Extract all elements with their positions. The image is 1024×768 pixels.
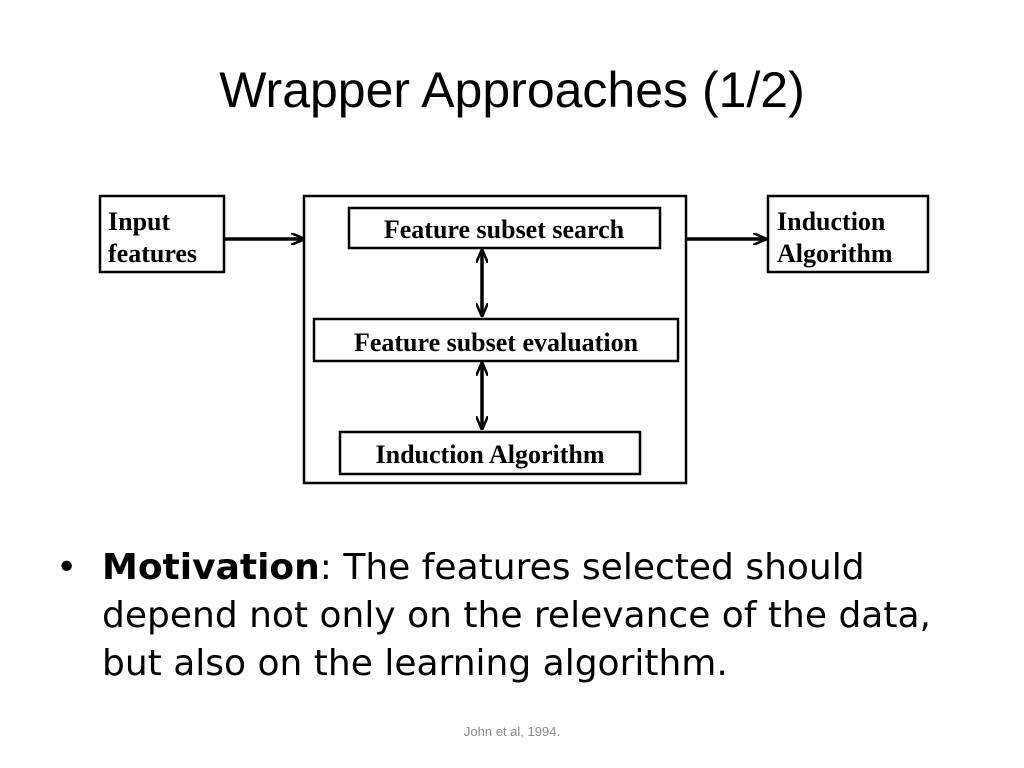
input-features-box: Input features	[98, 194, 226, 274]
bullet-marker: •	[56, 547, 78, 588]
output-induction-label-line2: Algorithm	[777, 239, 893, 268]
feature-subset-evaluation-box: Feature subset evaluation	[312, 317, 680, 363]
inner-induction-algorithm-box: Induction Algorithm	[338, 430, 642, 476]
wrapper-diagram: Input features Feature subset search Fea…	[98, 194, 930, 485]
output-induction-label-line1: Induction	[777, 207, 886, 236]
feature-subset-evaluation-label: Feature subset evaluation	[354, 328, 639, 357]
bullet-bold-term: Motivation	[102, 547, 320, 588]
source-citation: John et al, 1994.	[463, 724, 561, 739]
input-features-label-line1: Input	[108, 207, 170, 236]
inner-induction-algorithm-label: Induction Algorithm	[376, 440, 605, 469]
feature-subset-search-label: Feature subset search	[384, 215, 625, 244]
slide-title: Wrapper Approaches (1/2)	[219, 62, 805, 118]
output-induction-algorithm-box: Induction Algorithm	[766, 194, 930, 274]
feature-subset-search-box: Feature subset search	[347, 206, 662, 250]
bullet-rest: : The features selected should depend no…	[102, 547, 931, 684]
bullet-list: • Motivation: The features selected shou…	[56, 544, 976, 688]
bullet-text: Motivation: The features selected should…	[102, 544, 976, 688]
input-features-label-line2: features	[108, 239, 197, 268]
bullet-item: • Motivation: The features selected shou…	[56, 544, 976, 688]
